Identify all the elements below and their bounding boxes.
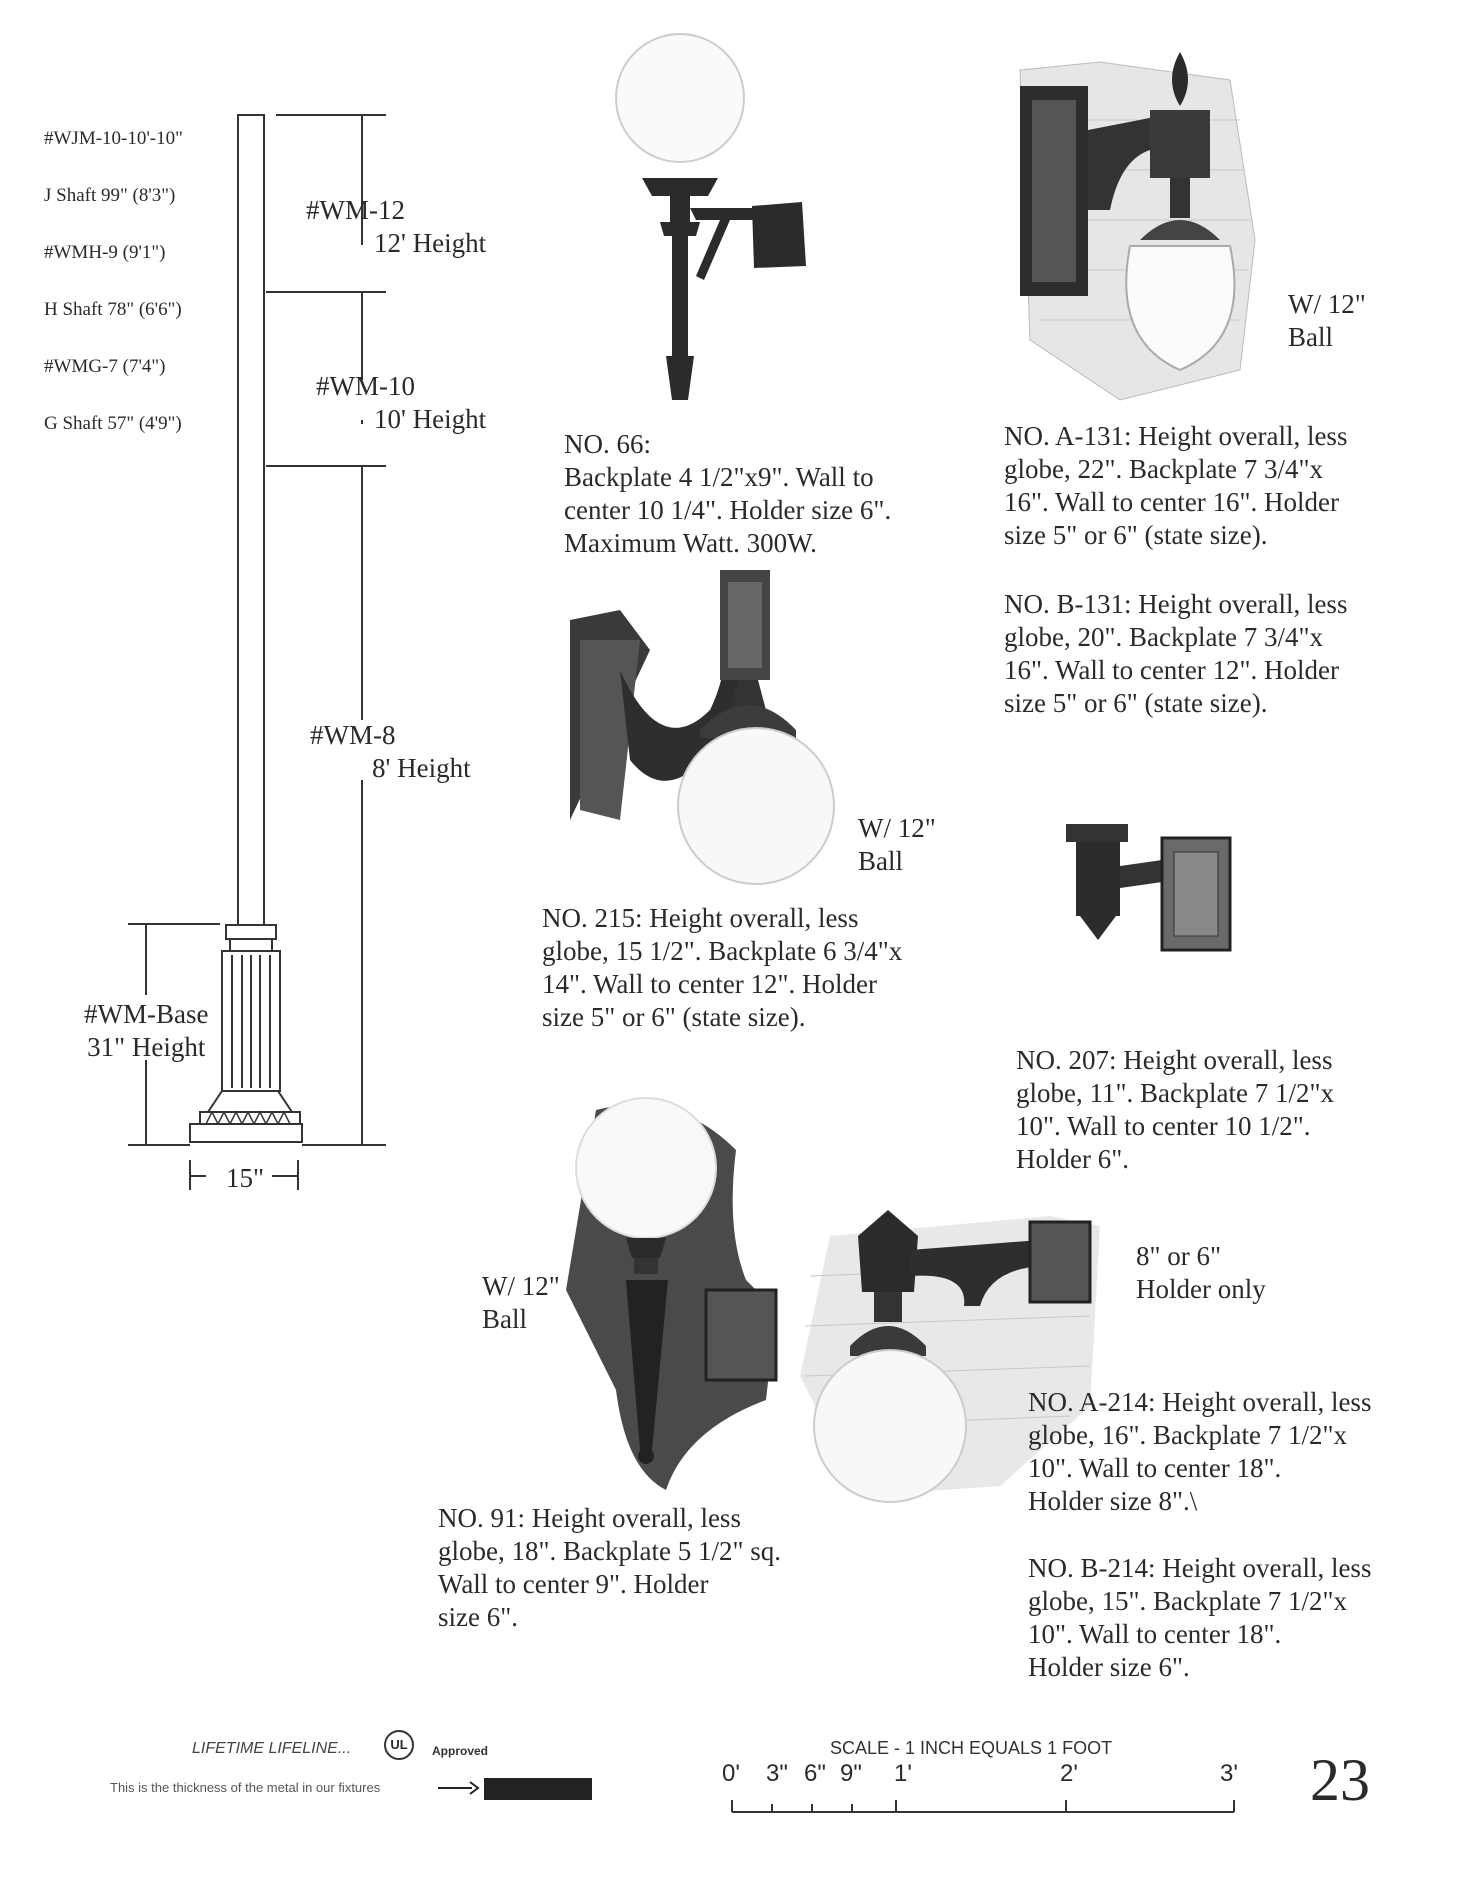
metal-thickness-note: This is the thickness of the metal in ou…	[110, 1780, 381, 1795]
wm12-name: #WM-12	[306, 195, 405, 225]
scale-bar	[731, 1800, 1235, 1813]
pole-model-label: #WJM-10-10'-10"	[44, 128, 183, 149]
no91-description: NO. 91: Height overall, less globe, 18".…	[438, 1503, 781, 1632]
scale-ruler: 0' 3" 6" 9" 1' 2' 3'	[700, 1760, 1260, 1820]
pole-model-label: J Shaft 99" (8'3")	[44, 185, 176, 206]
a214-description: NO. A-214: Height overall, less globe, 1…	[1028, 1387, 1372, 1516]
b214-description: NO. B-214: Height overall, less globe, 1…	[1028, 1553, 1372, 1682]
no215-ball-note: W/ 12" Ball	[858, 813, 936, 876]
a214-fixture-illustration	[800, 1210, 1100, 1503]
lamp-post-drawing	[128, 114, 386, 1190]
pole-model-label: H Shaft 78" (6'6")	[44, 299, 182, 320]
no207-description: NO. 207: Height overall, less globe, 11"…	[1016, 1045, 1334, 1174]
scale-tick-label: 2'	[1060, 1760, 1078, 1787]
pole-model-label: #WMH-9 (9'1")	[44, 242, 166, 263]
scale-tick-label: 1'	[894, 1760, 912, 1787]
no215-description: NO. 215: Height overall, less globe, 15 …	[542, 903, 903, 1032]
no66-fixture-illustration	[615, 33, 806, 400]
no207-fixture-illustration	[1066, 824, 1232, 952]
no66-description: NO. 66: Backplate 4 1/2"x9". Wall to cen…	[564, 429, 892, 558]
base-label: #WM-Base 31" Height	[84, 998, 208, 1064]
scale-title: SCALE - 1 INCH EQUALS 1 FOOT	[830, 1738, 1113, 1758]
ul-mark-text: UL	[390, 1737, 408, 1752]
pole-model-label: #WMG-7 (7'4")	[44, 356, 166, 377]
scale-tick-label: 3"	[766, 1760, 788, 1787]
no91-fixture-illustration	[566, 1097, 778, 1490]
page-number: 23	[1310, 1747, 1370, 1813]
scale-tick-label: 6"	[804, 1760, 826, 1787]
a214-holder-note: 8" or 6" Holder only	[1136, 1241, 1266, 1304]
wm12-height: 12' Height	[374, 228, 487, 258]
wm8-height: 8' Height	[372, 753, 471, 783]
wm12-label: #WM-12 12' Height	[306, 194, 486, 260]
base-width-label: 15"	[226, 1163, 265, 1193]
ul-approved-icon: UL	[384, 1730, 414, 1760]
wm10-name: #WM-10	[316, 371, 415, 401]
pole-model-label: G Shaft 57" (4'9")	[44, 413, 182, 434]
wm10-label: #WM-10 10' Height	[316, 370, 486, 436]
no91-ball-note: W/ 12" Ball	[482, 1271, 560, 1334]
base-height: 31" Height	[87, 1032, 206, 1062]
metal-thickness-bar	[484, 1778, 592, 1800]
no215-fixture-illustration	[570, 570, 835, 885]
a131-fixture-illustration	[1019, 52, 1256, 401]
b131-description: NO. B-131: Height overall, less globe, 2…	[1004, 589, 1348, 718]
wm8-label: #WM-8 8' Height	[310, 719, 471, 785]
scale-tick-label: 0'	[722, 1760, 740, 1787]
arrow-right-icon	[438, 1781, 480, 1795]
approved-text: Approved	[432, 1744, 489, 1758]
lifetime-lifeline-text: LIFETIME LIFELINE...	[192, 1740, 352, 1757]
base-name: #WM-Base	[84, 999, 209, 1029]
wm8-name: #WM-8	[310, 720, 396, 750]
scale-tick-label: 9"	[840, 1760, 862, 1787]
a131-ball-note: W/ 12" Ball	[1288, 289, 1366, 352]
a131-description: NO. A-131: Height overall, less globe, 2…	[1004, 421, 1348, 550]
wm10-height: 10' Height	[374, 404, 487, 434]
scale-tick-label: 3'	[1220, 1760, 1238, 1787]
